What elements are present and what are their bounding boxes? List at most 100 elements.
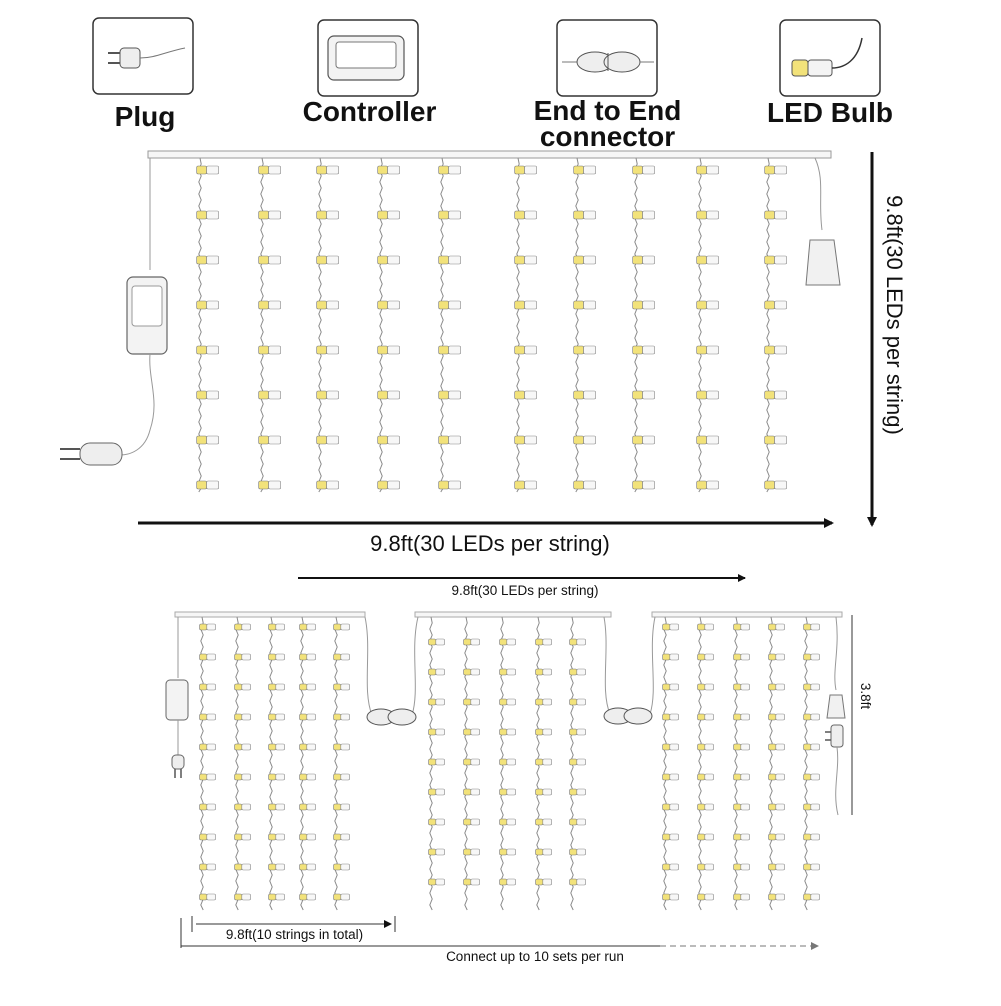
led-bulb bbox=[662, 623, 671, 631]
led-bulb bbox=[499, 758, 508, 766]
led-bulb bbox=[696, 345, 707, 355]
led-bulb bbox=[463, 848, 472, 856]
led-bulb bbox=[696, 435, 707, 445]
led-bulb bbox=[234, 773, 243, 781]
led-bulb bbox=[697, 683, 706, 691]
led-bulb bbox=[569, 878, 578, 886]
led-bulb bbox=[764, 345, 775, 355]
led-bulb bbox=[234, 863, 243, 871]
led-bulb bbox=[569, 818, 578, 826]
led-socket bbox=[506, 878, 516, 886]
led-bulb bbox=[438, 165, 449, 175]
led-socket bbox=[669, 833, 679, 841]
led-socket bbox=[275, 743, 285, 751]
led-bulb bbox=[428, 758, 437, 766]
led-bulb bbox=[258, 300, 269, 310]
bottom-string bbox=[333, 616, 350, 911]
led-bulb bbox=[514, 480, 525, 490]
led-bulb bbox=[632, 390, 643, 400]
led-socket bbox=[669, 713, 679, 721]
led-bulb bbox=[268, 683, 277, 691]
led-bulb bbox=[377, 435, 388, 445]
led-socket bbox=[506, 848, 516, 856]
led-bulb bbox=[438, 435, 449, 445]
led-socket bbox=[524, 165, 537, 175]
led-socket bbox=[448, 480, 462, 490]
led-socket bbox=[206, 893, 216, 901]
led-bulb bbox=[662, 773, 671, 781]
led-socket bbox=[306, 653, 316, 661]
led-socket bbox=[340, 743, 350, 751]
led-bulb bbox=[535, 698, 544, 706]
led-socket bbox=[268, 435, 282, 445]
led-socket bbox=[275, 803, 285, 811]
led-bulb bbox=[733, 863, 742, 871]
led-socket bbox=[268, 165, 282, 175]
led-socket bbox=[206, 863, 216, 871]
led-socket bbox=[583, 255, 596, 265]
led-socket bbox=[810, 713, 820, 721]
led-bulb bbox=[333, 803, 342, 811]
led-bulb bbox=[463, 638, 472, 646]
legend-plug-box bbox=[92, 17, 194, 95]
led-bulb bbox=[438, 480, 449, 490]
led-socket bbox=[775, 833, 785, 841]
led-socket bbox=[740, 623, 750, 631]
top-width-label: 9.8ft(30 LEDs per string) bbox=[370, 531, 610, 556]
led-socket bbox=[542, 788, 552, 796]
led-bulb bbox=[662, 653, 671, 661]
led-socket bbox=[810, 743, 820, 751]
led-socket bbox=[669, 863, 679, 871]
led-socket bbox=[241, 713, 251, 721]
led-bulb bbox=[632, 345, 643, 355]
controller-label: Controller bbox=[302, 96, 437, 127]
led-socket bbox=[470, 848, 480, 856]
led-socket bbox=[774, 435, 787, 445]
led-socket bbox=[576, 788, 586, 796]
led-bulb bbox=[258, 345, 269, 355]
led-bulb bbox=[299, 863, 308, 871]
led-socket bbox=[470, 698, 480, 706]
led-bulb bbox=[662, 683, 671, 691]
led-socket bbox=[775, 803, 785, 811]
led-socket bbox=[506, 788, 516, 796]
led-socket bbox=[706, 165, 719, 175]
top-main-wire bbox=[147, 150, 832, 159]
led-bulb bbox=[569, 758, 578, 766]
led-socket bbox=[583, 300, 596, 310]
legend-connector-box bbox=[556, 19, 658, 97]
led-socket bbox=[506, 758, 516, 766]
led-bulb bbox=[333, 743, 342, 751]
led-bulb bbox=[377, 255, 388, 265]
led-socket bbox=[583, 210, 596, 220]
led-bulb bbox=[299, 713, 308, 721]
bottom-width-label: 9.8ft(30 LEDs per string) bbox=[451, 583, 599, 598]
led-socket bbox=[275, 833, 285, 841]
led-bulb bbox=[573, 435, 584, 445]
led-bulb bbox=[697, 833, 706, 841]
led-bulb bbox=[803, 773, 812, 781]
led-socket bbox=[268, 390, 282, 400]
connector-label-line1: End to End bbox=[533, 95, 682, 126]
led-socket bbox=[810, 833, 820, 841]
led-socket bbox=[583, 390, 596, 400]
led-socket bbox=[642, 210, 655, 220]
led-socket bbox=[206, 653, 216, 661]
led-socket bbox=[206, 743, 216, 751]
led-socket bbox=[810, 773, 820, 781]
led-bulb bbox=[696, 300, 707, 310]
led-socket bbox=[206, 833, 216, 841]
bottom-string bbox=[697, 616, 714, 911]
led-bulb bbox=[199, 743, 208, 751]
led-socket bbox=[206, 300, 220, 310]
led-socket bbox=[775, 863, 785, 871]
led-bulb bbox=[803, 713, 812, 721]
led-socket bbox=[340, 803, 350, 811]
top-plug-icon bbox=[60, 442, 123, 466]
led-socket bbox=[275, 713, 285, 721]
led-socket bbox=[275, 623, 285, 631]
led-socket bbox=[206, 255, 220, 265]
led-bulb bbox=[299, 743, 308, 751]
led-bulb bbox=[377, 390, 388, 400]
led-socket bbox=[524, 435, 537, 445]
